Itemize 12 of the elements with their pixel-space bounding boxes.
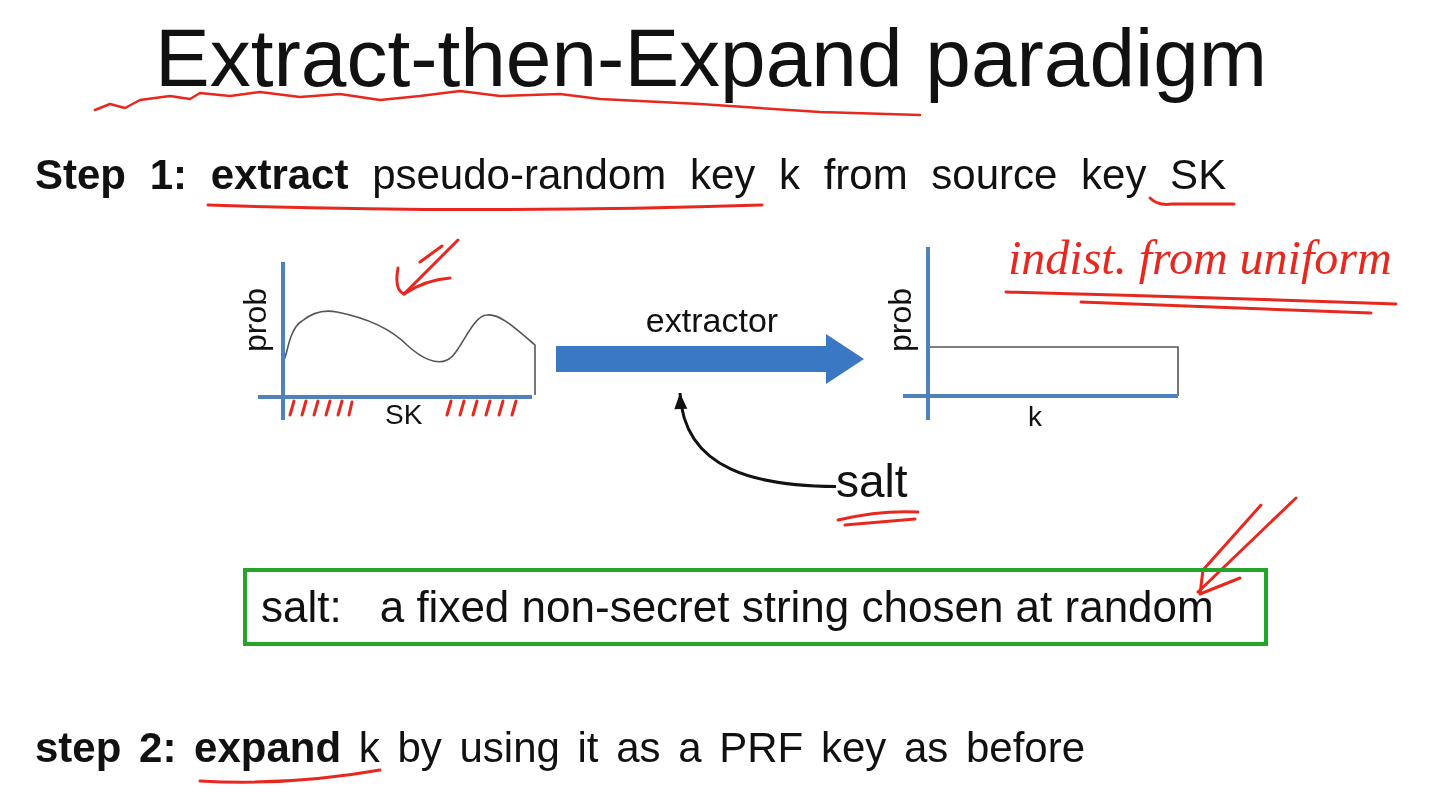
definition-box — [243, 568, 1268, 646]
axis-label: prob — [884, 287, 916, 355]
text-label: salt — [836, 458, 908, 504]
definition-text: a fixed non-secret string chosen at random — [379, 585, 1214, 629]
axis-label: SK — [385, 401, 423, 429]
step-description: Step 1: extract pseudo-random key k from source key SK — [35, 154, 1227, 196]
arrow — [674, 392, 837, 488]
axis-label: prob — [239, 287, 271, 355]
step-description: step 2: expand k by using it as a PRF key as before — [35, 727, 1086, 769]
axis-label: k — [1028, 403, 1042, 431]
term-label: salt: — [261, 585, 342, 629]
handwritten-note: indist. from uniform — [1008, 234, 1392, 282]
